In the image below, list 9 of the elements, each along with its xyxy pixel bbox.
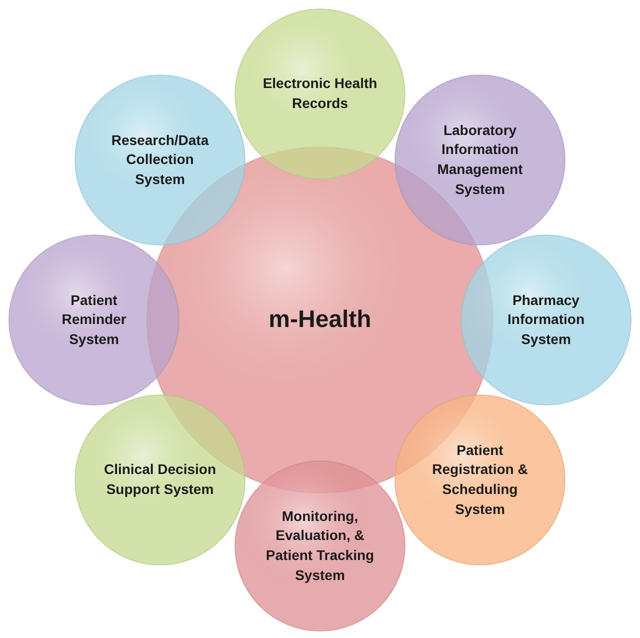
topic-label: Research/Data Collection System <box>110 130 210 189</box>
topic-label: Monitoring, Evaluation, & Patient Tracking System <box>264 506 376 585</box>
topic-label: Clinical Decision Support System <box>102 460 218 499</box>
center-title: m-Health <box>268 305 372 336</box>
topic-label: Pharmacy Information System <box>506 290 586 349</box>
topic-label: Patient Reminder System <box>60 290 128 349</box>
topic-label: Patient Registration & Scheduling System <box>431 440 529 519</box>
topic-label: Electronic Health Records <box>262 74 378 113</box>
topic-label: Laboratory Information Management System <box>436 120 524 199</box>
